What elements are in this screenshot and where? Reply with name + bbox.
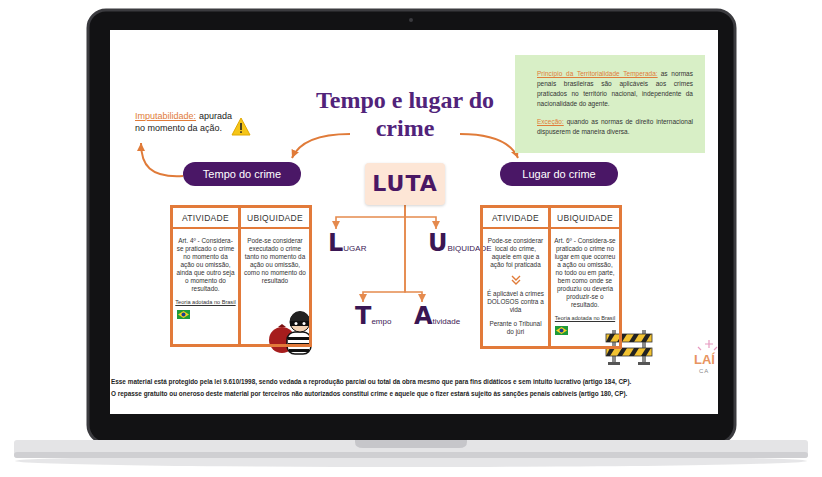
base-edge <box>14 452 808 458</box>
column-text: Art. 6º - Considera-se praticado o crime… <box>554 237 616 309</box>
base-notch <box>355 440 467 448</box>
beanie <box>290 311 310 321</box>
mask <box>290 321 310 326</box>
warning-mark <box>240 123 242 130</box>
table-column: ATIVIDADE Art. 4º - Considera-se praticad… <box>170 205 241 347</box>
node-label: Atividade <box>414 303 460 335</box>
column-heading: ATIVIDADE <box>173 208 238 229</box>
brazil-flag <box>177 310 190 319</box>
connector <box>405 205 436 229</box>
table-column: ATIVIDADE Pode-se considerar local do cri… <box>480 205 551 349</box>
theory-note: Teoria adotada no Brasil <box>552 315 618 322</box>
head <box>290 312 310 332</box>
copyright-notice: Esse material está protegido pela lei 9.… <box>111 378 631 386</box>
flag-globe <box>182 313 186 317</box>
title-arrow <box>460 134 518 158</box>
note-keyword: Princípio da Territorialidade Temperada: <box>537 70 658 77</box>
connector <box>405 205 422 302</box>
warning-mark <box>240 131 242 133</box>
chevron-path <box>512 276 520 284</box>
camera <box>409 18 413 22</box>
note-paragraph: Princípio da Territorialidade Temperada:… <box>537 69 693 109</box>
eye <box>295 322 298 325</box>
column-text: Perante o Tribunal do júri <box>486 320 545 336</box>
logo-text: LAÍ <box>694 352 715 367</box>
mnemonic-letter: Tempo <box>355 303 391 335</box>
plank-stripes <box>606 334 651 342</box>
keyword-label: Imputabilidade: <box>135 111 196 121</box>
connector-group <box>336 205 436 302</box>
node-label: Lugar do crime <box>508 167 610 181</box>
bag-knot <box>278 324 286 327</box>
note-box: Princípio da Territorialidade Temperada:… <box>515 55 705 153</box>
thief-illustration <box>269 311 311 354</box>
plank <box>606 334 652 342</box>
note-keyword: Exceção: <box>537 118 564 125</box>
laptop-base <box>14 440 808 458</box>
flag-diamond <box>556 327 567 334</box>
eye <box>303 322 306 325</box>
node-label: Tempo <box>355 303 391 335</box>
mnemonic-letter: LUGAR <box>328 230 366 262</box>
column-text: Art. 4º - Considera-se praticado o crime… <box>176 237 235 293</box>
table-column: UBIQUIDADE Art. 6º - Considera-se pratica… <box>551 205 622 349</box>
connector <box>336 205 405 229</box>
mnemonic-box: LUTA <box>365 163 445 205</box>
stripe <box>289 349 309 352</box>
warning-icon <box>232 118 250 135</box>
flag-globe <box>560 329 564 333</box>
connector <box>363 205 405 302</box>
node-label: Tempo do crime <box>191 167 293 181</box>
bezel <box>88 10 735 443</box>
topic-pill: Lugar do crime <box>500 162 618 186</box>
body <box>287 332 311 354</box>
screen <box>110 30 718 414</box>
foot <box>608 362 620 365</box>
column-heading: UBIQUIDADE <box>551 208 619 229</box>
plank-stripes <box>606 348 651 356</box>
callout-arrow <box>141 143 183 176</box>
node-label: LUTA <box>372 171 437 197</box>
column-heading: UBIQUIDADE <box>241 208 309 229</box>
brazil-flag <box>555 326 568 335</box>
flag-diamond <box>178 311 189 318</box>
column-heading: ATIVIDADE <box>483 208 548 229</box>
note-paragraph: Exceção:quando as normas de direito inte… <box>537 117 693 137</box>
logo-sparkle <box>698 340 717 350</box>
stripe <box>288 337 310 340</box>
column-text: Pode-se considerar executado o crime tan… <box>244 237 306 285</box>
column-text: Pode-se considerar local do crime, aquel… <box>486 237 545 269</box>
node-label: LUGAR <box>328 230 366 262</box>
theory-note: Teoria adotada no Brasil <box>174 299 237 306</box>
plank <box>606 348 652 356</box>
topic-pill: Tempo do crime <box>183 162 301 186</box>
flag-field <box>555 326 568 335</box>
diagram-title: Tempo e lugar do crime <box>305 86 505 142</box>
foot <box>638 362 650 365</box>
title-arrow <box>292 134 350 158</box>
callout-note: Imputabilidade:apurada no momento da açã… <box>135 110 239 134</box>
flag-field <box>177 310 190 319</box>
table-column: UBIQUIDADE Pode-se considerar executado o… <box>241 205 312 347</box>
copyright-notice: O repasse gratuito ou oneroso deste mate… <box>111 390 627 398</box>
double-chevron <box>511 275 521 286</box>
logo-subtext: CA <box>699 368 709 375</box>
mnemonic-letter: Atividade <box>414 303 460 335</box>
column-text: É aplicável à crimes DOLOSOS contra a vi… <box>486 290 545 314</box>
